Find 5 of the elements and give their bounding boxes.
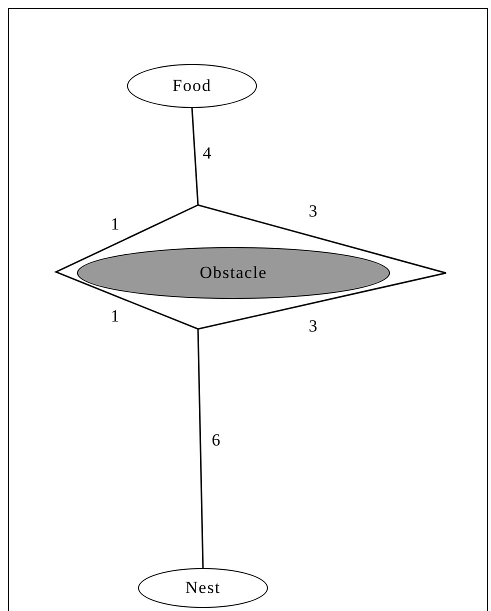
connector-line xyxy=(191,108,199,206)
node-label: Food xyxy=(172,76,212,96)
node-label: Obstacle xyxy=(200,263,268,283)
connector-line xyxy=(197,328,204,568)
node-label: Nest xyxy=(185,578,221,598)
